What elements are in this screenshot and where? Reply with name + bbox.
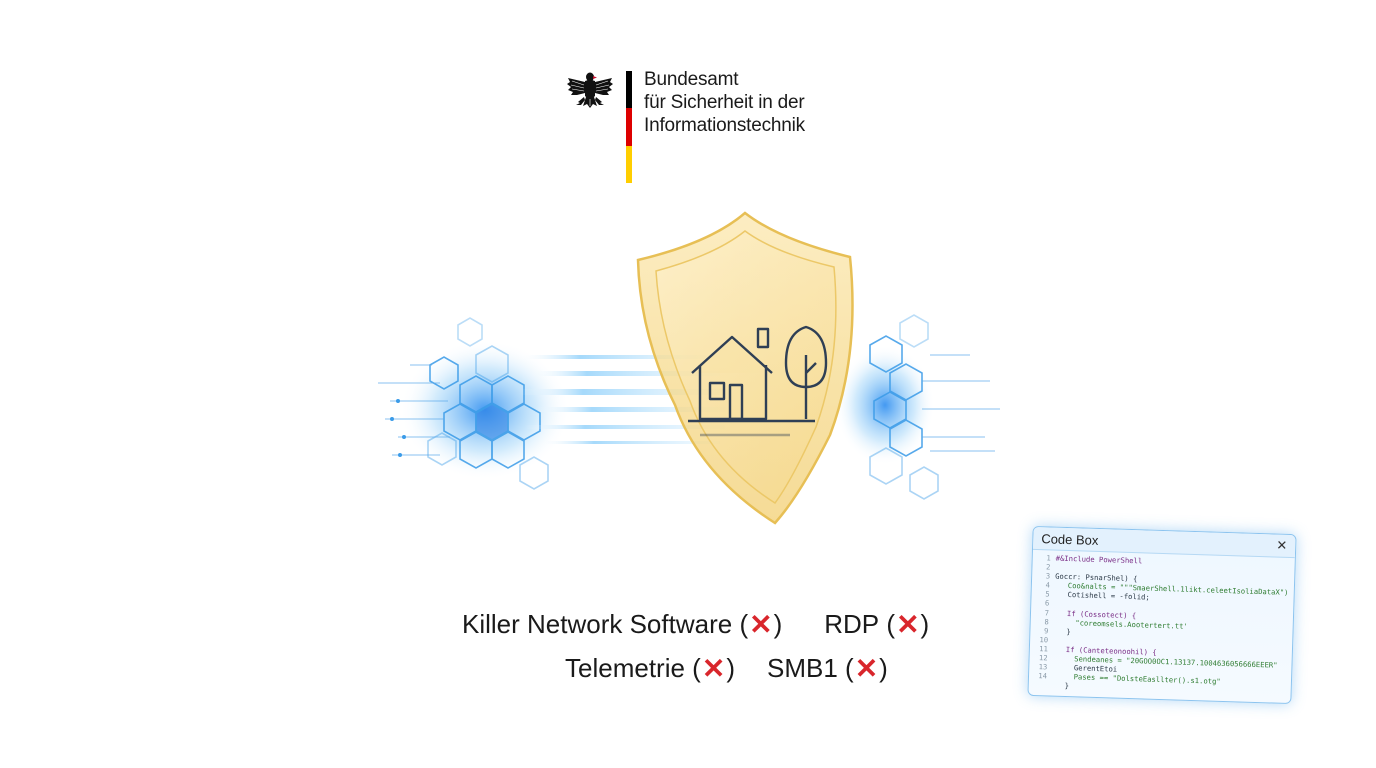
paren-open: (: [692, 653, 701, 683]
line-number: 5: [1045, 589, 1050, 599]
x-mark-icon: ✕: [854, 653, 879, 684]
feature-label: RDP: [824, 609, 880, 639]
x-mark-icon: ✕: [896, 609, 920, 640]
feature-label: SMB1: [766, 653, 838, 683]
features-row-1: Killer Network Software (✕) RDP (✕): [462, 608, 929, 641]
paren-open: (: [845, 653, 854, 683]
org-name-line-1: Bundesamt: [644, 69, 739, 90]
paren-close: ): [726, 653, 735, 683]
line-number: 9: [1043, 626, 1049, 636]
org-name-line-2: für Sicherheit in der: [644, 92, 805, 113]
close-icon[interactable]: ✕: [1276, 538, 1288, 554]
disabled-features-list: Killer Network Software (✕) RDP (✕) Tele…: [440, 606, 929, 706]
security-illustration: [378, 211, 1000, 525]
house-icon: [688, 327, 815, 437]
feature-label: Killer Network Software: [462, 609, 733, 639]
line-number: 8: [1044, 616, 1049, 627]
line-number: 2: [1045, 562, 1051, 572]
line-number: 10: [1039, 635, 1049, 645]
x-mark-icon: ✕: [701, 653, 726, 684]
line-number: 12: [1038, 653, 1048, 663]
feature-smb1: SMB1 (✕): [767, 652, 888, 685]
federal-eagle-icon: [567, 72, 613, 108]
data-beams: [520, 355, 730, 444]
flag-gold-stripe: [626, 146, 632, 183]
paren-open: (: [739, 609, 749, 639]
line-number: 13: [1038, 662, 1048, 672]
code-box-title: Code Box: [1041, 530, 1099, 548]
line-number: 1: [1046, 553, 1051, 563]
line-number: 6: [1044, 598, 1050, 608]
feature-label: Telemetrie: [565, 653, 685, 683]
tree-icon: [784, 325, 828, 419]
paren-close: ): [773, 609, 783, 639]
german-flag-bar: [626, 71, 632, 183]
line-number: 3: [1045, 571, 1051, 581]
line-number: 11: [1039, 644, 1049, 654]
org-name-line-3: Informationstechnik: [644, 115, 805, 136]
line-number: 14: [1038, 671, 1048, 681]
line-number: 4: [1045, 580, 1051, 590]
flag-red-stripe: [626, 108, 632, 146]
features-row-2: Telemetrie (✕) SMB1 (✕): [565, 652, 888, 685]
feature-killer-network-software: Killer Network Software (✕): [462, 608, 782, 641]
flag-black-stripe: [626, 71, 632, 108]
hexagon-network-right: [835, 314, 1000, 500]
paren-open: (: [886, 609, 896, 639]
feature-telemetrie: Telemetrie (✕): [565, 652, 735, 685]
feature-rdp: RDP (✕): [824, 608, 929, 641]
hexagon-network-left: [378, 317, 570, 490]
line-number: 7: [1044, 607, 1050, 618]
org-name: Bundesamt für Sicherheit in der Informat…: [644, 68, 805, 137]
code-lines: #&Include PowerShell Goccr: PsnarShel) {…: [1052, 554, 1290, 698]
paren-close: ): [920, 609, 930, 639]
bsi-logo: Bundesamt für Sicherheit in der Informat…: [566, 66, 826, 186]
paren-close: ): [879, 653, 888, 683]
x-mark-icon: ✕: [749, 609, 773, 640]
